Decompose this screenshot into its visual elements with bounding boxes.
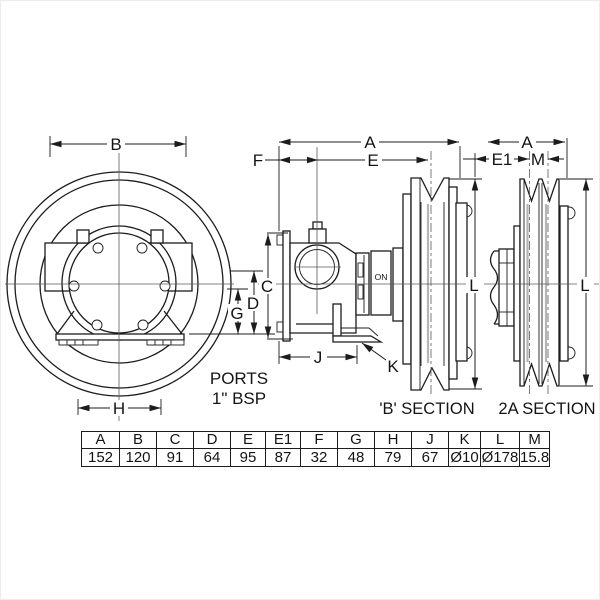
dim-label-g: G — [230, 304, 243, 323]
mounting-flange — [282, 230, 291, 342]
dim-value-cell: 15.8 — [518, 448, 551, 467]
pulley-2a-section — [519, 178, 560, 387]
dim-header-cell: M — [518, 431, 551, 449]
dim-label-e: E — [367, 151, 378, 170]
dim-value-cell: 32 — [300, 448, 338, 467]
dimensions: B H G D C A F — [49, 133, 594, 418]
dim-label-f: F — [253, 151, 263, 170]
dim-label-h: H — [113, 399, 125, 418]
dim-label-d: D — [247, 294, 259, 313]
dimension-table: A B C D E E1 F G H J K L M 152 120 91 64… — [81, 431, 551, 467]
dim-header-cell: L — [480, 431, 520, 449]
dim-header-cell: C — [156, 431, 194, 449]
ports-note-line2: 1" BSP — [212, 389, 266, 408]
dim-value-cell: 79 — [374, 448, 412, 467]
shaft-hub — [498, 248, 515, 327]
section-b-label: 'B' SECTION — [379, 400, 474, 418]
dim-value-cell: 87 — [265, 448, 301, 467]
dim-value-cell: 152 — [81, 448, 120, 467]
dim-header-cell: G — [337, 431, 375, 449]
dim-value-cell: 64 — [193, 448, 231, 467]
dim-header-cell: E — [230, 431, 266, 449]
top-fitting — [308, 228, 327, 244]
dim-header-cell: H — [374, 431, 412, 449]
clutch-on-label: ON — [375, 272, 388, 282]
bolt-holes — [68, 242, 171, 331]
section-2a-view — [489, 178, 576, 387]
dim-value-cell: 95 — [230, 448, 266, 467]
dim-label-b: B — [110, 135, 121, 154]
dim-value-cell: 120 — [119, 448, 157, 467]
dim-label-k: K — [387, 357, 399, 376]
notes: ON PORTS 1" BSP 'B' SECTION 2A SECTION — [210, 272, 596, 418]
dimension-table-value-row: 152 120 91 64 95 87 32 48 79 67 Ø10 Ø178… — [81, 448, 551, 467]
centerlines — [5, 147, 599, 421]
dim-header-cell: F — [300, 431, 338, 449]
dim-label-j: J — [314, 348, 323, 367]
dim-value-cell: Ø10 — [448, 448, 481, 467]
dim-value-cell: 91 — [156, 448, 194, 467]
dim-label-m: M — [531, 150, 545, 169]
dim-value-cell: 67 — [411, 448, 449, 467]
dim-value-cell: 48 — [337, 448, 375, 467]
dim-label-l-2a-section: L — [580, 276, 589, 295]
mounting-foot — [332, 335, 384, 343]
dim-header-cell: A — [81, 431, 120, 449]
dim-header-cell: B — [119, 431, 157, 449]
dim-header-cell: E1 — [265, 431, 301, 449]
dimension-table-header-row: A B C D E E1 F G H J K L M — [81, 431, 551, 449]
dim-label-a-2a-section: A — [521, 133, 533, 152]
dim-label-e1: E1 — [492, 150, 513, 169]
section-2a-label: 2A SECTION — [498, 400, 595, 418]
dim-header-cell: K — [448, 431, 481, 449]
dim-label-a-b-section: A — [364, 133, 376, 152]
foot-base — [55, 333, 185, 341]
dim-header-cell: J — [411, 431, 449, 449]
break-line — [489, 250, 499, 325]
dim-label-l-b-section: L — [469, 276, 478, 295]
dim-value-cell: Ø178 — [480, 448, 520, 467]
clutch-housing — [370, 250, 392, 316]
dim-label-c: C — [261, 277, 273, 296]
dim-header-cell: D — [193, 431, 231, 449]
ports-note-line1: PORTS — [210, 369, 268, 388]
